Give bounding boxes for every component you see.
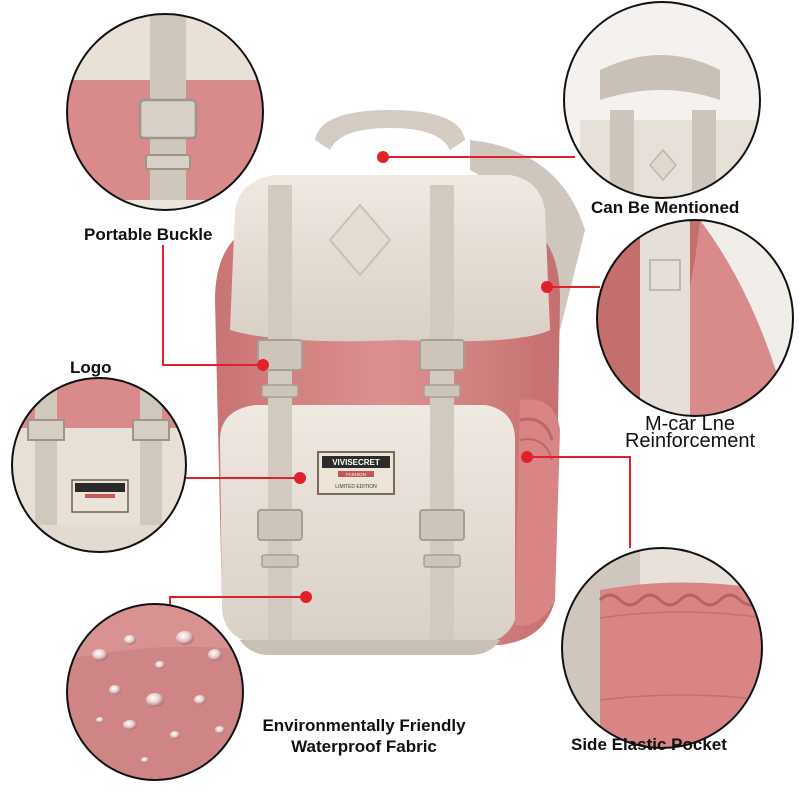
- detail-circle-pocket: [561, 547, 763, 749]
- detail-circle-fabric: [66, 603, 244, 781]
- buckle-icon: [419, 509, 465, 541]
- callout-dots: [257, 151, 553, 603]
- label-logo: Logo: [70, 358, 112, 377]
- detail-circle-buckle: [66, 13, 264, 211]
- detail-circle-handle: [563, 1, 761, 199]
- front-strap-left: [268, 185, 292, 645]
- label-mcar-line: M-car Lne: [644, 413, 736, 435]
- label-side-pocket: Side Elastic Pocket: [571, 735, 727, 754]
- label-can-be-mentioned: Can Be Mentioned: [591, 198, 740, 217]
- patch-brand: VIVISECRET: [332, 458, 380, 467]
- front-strap-right: [430, 185, 454, 645]
- detail-circle-strap: [596, 219, 794, 417]
- diamond-patch: [328, 203, 392, 277]
- top-flap: [230, 175, 550, 342]
- buckle-icon: [419, 339, 465, 371]
- detail-circle-logo: [11, 377, 187, 553]
- backpack-main: VIVISECRET FASHION LIMITED EDITION: [215, 110, 585, 655]
- label-fabric-line1: Environmentally Friendly: [262, 716, 466, 735]
- side-pocket: [515, 399, 560, 626]
- buckle-icon: [257, 339, 303, 371]
- top-handle: [315, 110, 465, 150]
- label-fabric-line2: Waterproof Fabric: [291, 737, 437, 756]
- label-reinforcement: Reinforcement: [624, 430, 756, 452]
- label-portable-buckle: Portable Buckle: [84, 225, 213, 244]
- buckle-icon: [257, 509, 303, 541]
- patch-sub: FASHION: [346, 472, 366, 477]
- patch-edition: LIMITED EDITION: [335, 484, 377, 490]
